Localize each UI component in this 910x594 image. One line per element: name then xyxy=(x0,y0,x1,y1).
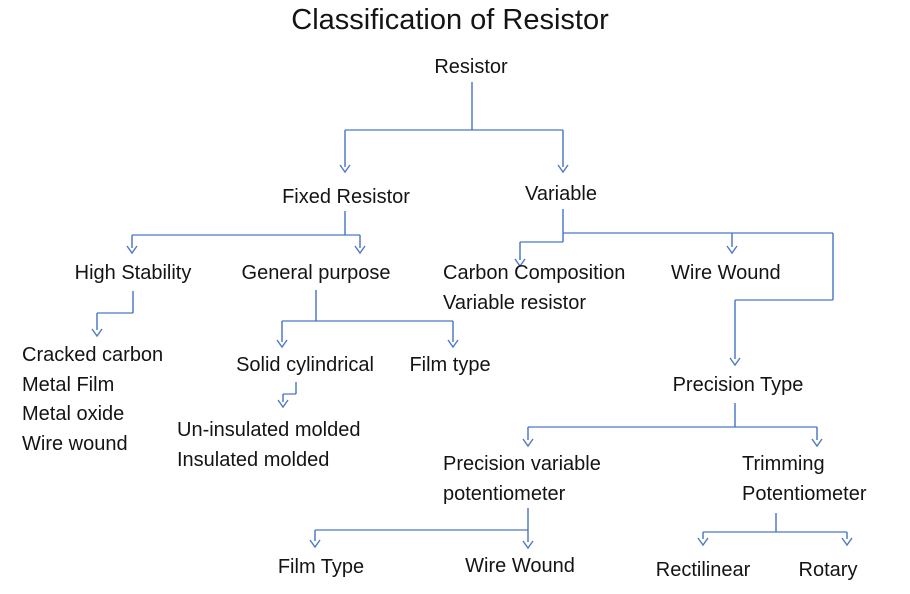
node-metal-oxide: Metal oxide xyxy=(22,403,125,425)
node-carbon-composition: Carbon Composition Variable resistor xyxy=(443,259,625,318)
edge-solid-cylindrical-molded xyxy=(277,382,297,409)
node-solid-cylindrical: Solid cylindrical xyxy=(236,354,374,376)
diagram-title: Classification of Resistor xyxy=(291,4,609,36)
edge-potentiometer-children xyxy=(309,508,534,550)
node-precision-variable-line2: potentiometer xyxy=(443,482,566,505)
node-variable: Variable xyxy=(525,183,597,205)
node-carbon-composition-line2: Variable resistor xyxy=(443,291,587,314)
edge-resistor-children xyxy=(339,82,569,174)
node-wire-wound-fixed: Wire wound xyxy=(22,432,128,455)
node-molded-types: Un-insulated molded Insulated molded xyxy=(177,416,360,475)
node-cracked-carbon: Cracked carbon xyxy=(22,344,164,366)
node-precision-variable-potentiometer: Precision variable potentiometer xyxy=(443,450,601,509)
node-trimming-potentiometer: Trimming Potentiometer xyxy=(742,450,867,509)
node-precision-type: Precision Type xyxy=(672,374,804,396)
node-uninsulated-molded: Un-insulated molded xyxy=(177,419,361,441)
node-resistor: Resistor xyxy=(434,56,508,78)
node-precision-variable-line1: Precision variable xyxy=(443,453,601,475)
node-wire-wound-variable: Wire Wound xyxy=(671,262,781,284)
node-fixed-resistor: Fixed Resistor xyxy=(282,186,410,208)
node-metal-film: Metal Film xyxy=(22,373,115,396)
node-rectilinear: Rectilinear xyxy=(655,559,751,581)
node-film-type: Film type xyxy=(409,354,491,376)
node-film-type-bottom: Film Type xyxy=(277,556,365,578)
edge-variable-children xyxy=(514,209,834,367)
node-carbon-composition-line1: Carbon Composition xyxy=(443,262,626,284)
node-insulated-molded: Insulated molded xyxy=(177,448,330,471)
node-rotary: Rotary xyxy=(798,559,858,581)
edge-fixed-children xyxy=(126,211,366,255)
edge-high-stability-types xyxy=(91,291,134,338)
node-high-stability: High Stability xyxy=(74,262,192,284)
edge-precision-children xyxy=(522,403,823,448)
node-high-stability-types: Cracked carbon Metal Film Metal oxide Wi… xyxy=(22,341,163,459)
node-wire-wound-bottom: Wire Wound xyxy=(465,555,575,577)
node-trimming-line2: Potentiometer xyxy=(742,482,867,505)
edge-general-purpose-children xyxy=(276,290,459,349)
node-trimming-line1: Trimming xyxy=(742,453,825,475)
edge-trimming-children xyxy=(697,513,853,547)
node-general-purpose: General purpose xyxy=(241,262,391,284)
